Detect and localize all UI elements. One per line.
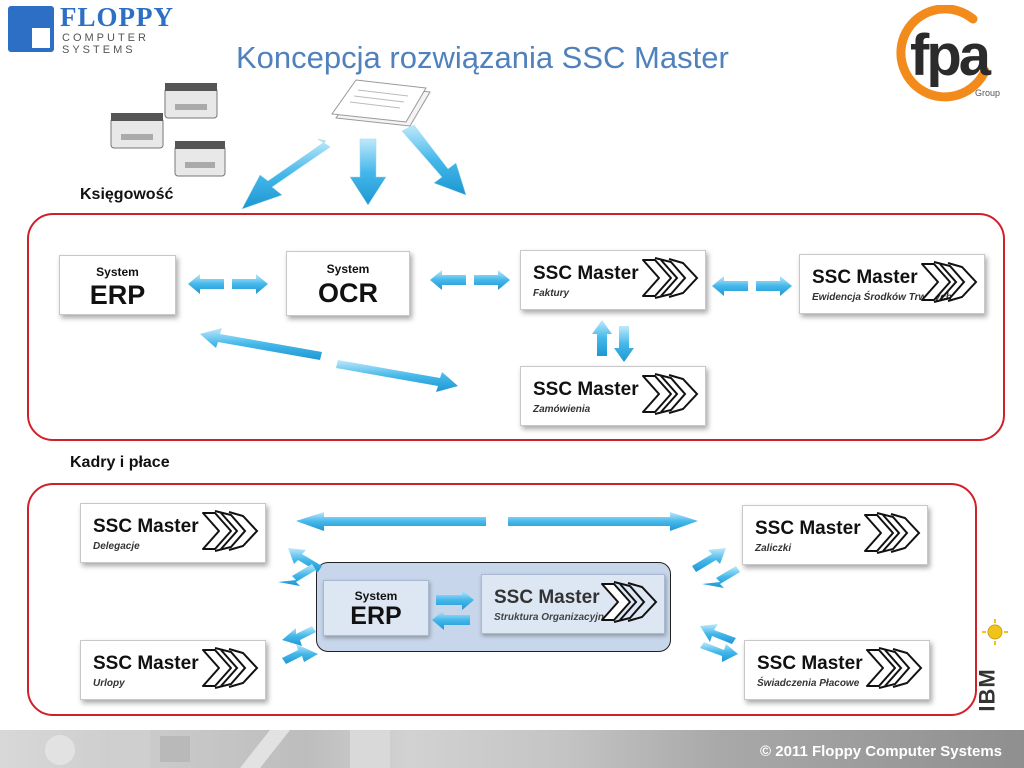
sun-icon — [982, 619, 1008, 645]
hr-group-frame — [27, 483, 977, 716]
ssc-invoices-subtitle: Faktury — [533, 288, 570, 299]
vendor-label: IBM — [974, 668, 1000, 712]
ssc-fixed-assets-box[interactable]: SSC Master Ewidencja Środków Trwałych — [799, 254, 985, 314]
ssc-delegations-title: SSC Master — [93, 516, 199, 537]
company-line-systems: SYSTEMS — [62, 44, 136, 56]
ssc-benefits-subtitle: Świadczenia Płacowe — [757, 678, 860, 689]
system-erp-small: System — [96, 265, 139, 279]
ssc-invoices-title: SSC Master — [533, 263, 639, 284]
partner-logo: fpa — [910, 23, 991, 88]
hr-system-erp-box[interactable]: System ERP — [323, 580, 429, 636]
ssc-delegations-subtitle: Delegacje — [93, 541, 140, 552]
ssc-delegations-box[interactable]: SSC Master Delegacje — [80, 503, 266, 563]
printer-icon — [110, 83, 226, 177]
section-label-accounting: Księgowość — [80, 186, 174, 203]
page-title: Koncepcja rozwiązania SSC Master — [236, 40, 729, 75]
section-label-hr: Kadry i płace — [70, 454, 170, 471]
company-logo-icon — [8, 6, 54, 52]
company-name: FLOPPY — [60, 2, 174, 32]
ssc-advances-box[interactable]: SSC Master Zaliczki — [742, 505, 928, 565]
ssc-leaves-box[interactable]: SSC Master Urlopy — [80, 640, 266, 700]
ssc-advances-subtitle: Zaliczki — [755, 543, 792, 554]
partner-group: Group — [975, 88, 1001, 98]
system-erp-big: ERP — [89, 280, 146, 310]
ssc-org-structure-subtitle: Struktura Organizacyjna — [494, 612, 610, 623]
hr-system-erp-big: ERP — [350, 602, 402, 630]
system-ocr-box[interactable]: System OCR — [286, 251, 410, 316]
documents-icon — [331, 79, 431, 127]
fpa-ring-icon — [896, 5, 990, 102]
ssc-invoices-box[interactable]: SSC Master Faktury — [520, 250, 706, 310]
ssc-org-structure-title: SSC Master — [494, 587, 600, 608]
ssc-leaves-title: SSC Master — [93, 653, 199, 674]
ssc-advances-title: SSC Master — [755, 518, 861, 539]
company-line-computer: COMPUTER — [62, 32, 149, 44]
ssc-benefits-box[interactable]: SSC Master Świadczenia Płacowe — [744, 640, 930, 700]
accounting-group-frame — [27, 213, 1005, 441]
ssc-fixed-assets-title: SSC Master — [812, 267, 918, 288]
footer-bar — [0, 730, 1024, 768]
footer-decoration — [45, 730, 390, 768]
hr-system-erp-small: System — [354, 589, 398, 603]
system-erp-box[interactable]: System ERP — [59, 255, 176, 315]
ssc-orders-title: SSC Master — [533, 379, 639, 400]
ssc-benefits-title: SSC Master — [757, 653, 863, 674]
system-ocr-big: OCR — [318, 278, 378, 308]
ssc-leaves-subtitle: Urlopy — [93, 678, 125, 689]
ssc-orders-subtitle: Zamówienia — [533, 404, 591, 415]
ssc-fixed-assets-subtitle: Ewidencja Środków Trwałych — [812, 292, 952, 303]
document-flow-arrows — [241, 125, 467, 210]
ssc-org-structure-box[interactable]: SSC Master Struktura Organizacyjna — [481, 574, 665, 634]
ibm-logo: IBM — [975, 619, 1008, 717]
copyright-text: © 2011 Floppy Computer Systems — [760, 743, 1002, 760]
ssc-orders-box[interactable]: SSC Master Zamówienia — [520, 366, 706, 426]
system-ocr-small: System — [326, 262, 370, 276]
